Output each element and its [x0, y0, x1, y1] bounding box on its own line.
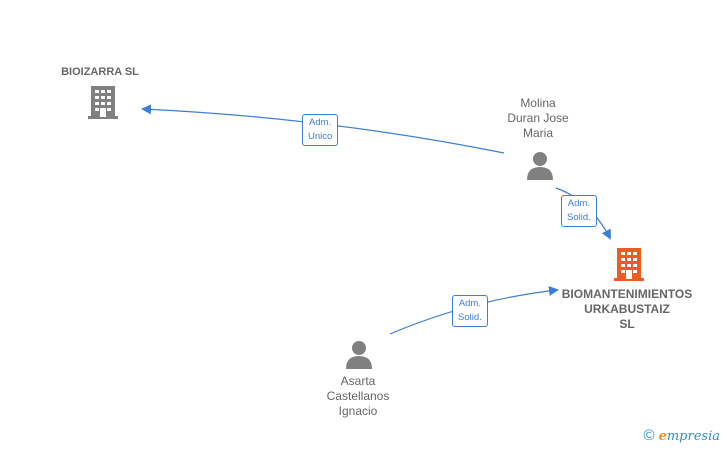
- copyright-icon: ©: [643, 427, 655, 444]
- node-label-bioizarra: BIOIZARRA SL: [61, 66, 139, 78]
- node-label-line: URKABUSTAIZ: [584, 302, 670, 316]
- edge-label-line: Adm.: [567, 198, 590, 209]
- person-icon[interactable]: [344, 339, 374, 369]
- node-label-line: BIOMANTENIMIENTOS: [561, 287, 693, 301]
- node-label-line: Maria: [522, 126, 553, 140]
- brand-rest: mpresia: [666, 428, 720, 444]
- node-label-line: Duran Jose: [507, 111, 569, 125]
- edge-label-adm-unico[interactable]: Adm. Unico: [302, 114, 339, 146]
- edge-label-line: Unico: [308, 131, 333, 142]
- building-icon[interactable]: [612, 246, 646, 282]
- edge-label-line: Solid.: [567, 212, 591, 223]
- node-label-line: Molina: [520, 96, 556, 110]
- edge-label-adm-solid[interactable]: Adm. Solid.: [561, 195, 597, 227]
- node-label-biomantenimientos: BIOMANTENIMIENTOS URKABUSTAIZ SL: [551, 287, 703, 332]
- edge-label-line: Adm.: [458, 298, 481, 309]
- person-icon[interactable]: [525, 150, 555, 180]
- edge-label-line: Solid.: [458, 312, 482, 323]
- node-label-line: Castellanos: [326, 389, 390, 403]
- node-label-asarta: Asarta Castellanos Ignacio: [300, 374, 416, 419]
- node-label-line: SL: [619, 317, 635, 331]
- brand-first-letter: e: [658, 428, 667, 444]
- node-label-line: Ignacio: [338, 404, 378, 418]
- empresia-watermark: © empresia: [644, 427, 720, 444]
- brand-logo: empresia: [659, 428, 720, 444]
- edge-label-line: Adm.: [309, 117, 332, 128]
- edge-label-adm-solid[interactable]: Adm. Solid.: [452, 295, 488, 327]
- node-label-line: Asarta: [340, 374, 376, 388]
- building-icon[interactable]: [86, 84, 120, 120]
- node-label-molina: Molina Duran Jose Maria: [480, 96, 596, 141]
